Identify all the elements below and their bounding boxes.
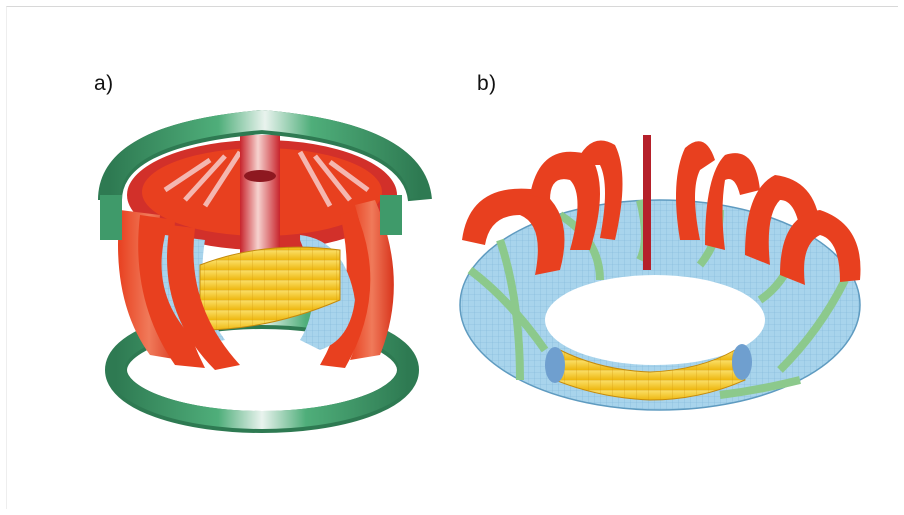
tokamak-diagram: [100, 120, 420, 422]
stellarator-diagram: [460, 135, 861, 410]
